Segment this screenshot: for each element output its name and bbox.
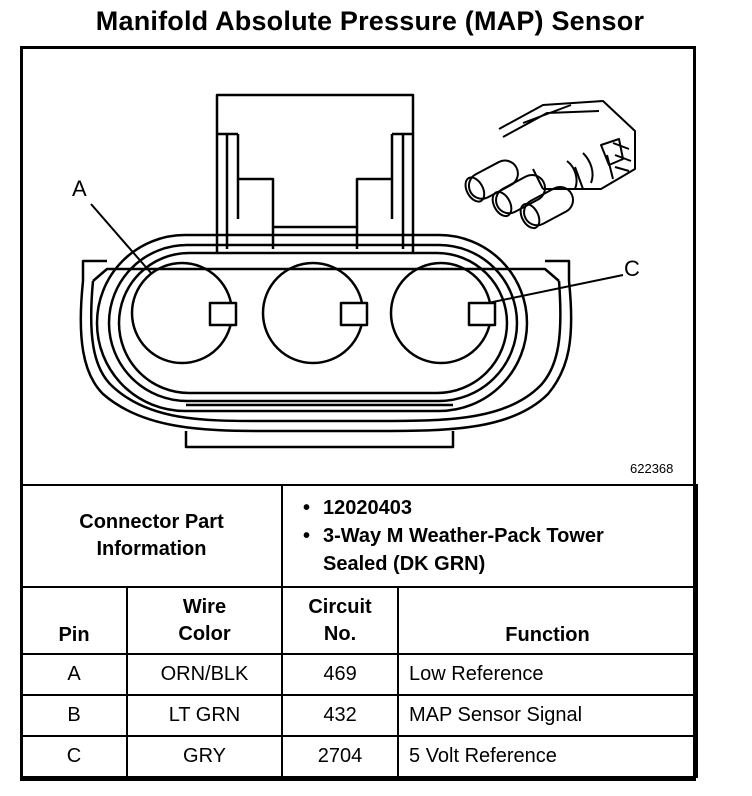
connector-info-values: •12020403 •3-Way M Weather-Pack Tower Se… <box>281 484 699 588</box>
part-number: 12020403 <box>323 497 412 519</box>
connector-latch <box>215 93 415 254</box>
wire-color-cell: ORN/BLK <box>125 653 284 696</box>
callout-label-c: C <box>624 256 640 281</box>
table-row: C GRY 2704 5 Volt Reference <box>20 735 699 778</box>
connector-housing <box>79 233 573 449</box>
connector-info-table: Connector Part Information •12020403 •3-… <box>19 484 699 778</box>
pin-cell: B <box>20 694 128 737</box>
callout-line-c <box>487 274 624 304</box>
pin-cavity-a <box>130 261 238 365</box>
wire-color-cell: LT GRN <box>125 694 284 737</box>
connector-info-row: Connector Part Information •12020403 •3-… <box>19 484 699 588</box>
callout-label-a: A <box>72 176 87 201</box>
pin-cell: A <box>20 653 128 696</box>
header-pin: Pin <box>20 586 128 655</box>
pin-cell: C <box>20 735 128 778</box>
diagram-frame <box>20 46 696 781</box>
pin-cavity-b <box>261 261 369 365</box>
header-wire-color: Wire Color <box>125 586 284 655</box>
pin-table-header-row: Pin Wire Color Circuit No. Function <box>20 586 699 655</box>
connector-illustration <box>464 100 636 230</box>
connector-info-label: Connector Part Information <box>19 484 284 588</box>
circuit-cell: 2704 <box>281 735 400 778</box>
diagram-title: Manifold Absolute Pressure (MAP) Sensor <box>95 6 645 36</box>
pin-cavity-c <box>389 261 497 365</box>
table-row: A ORN/BLK 469 Low Reference <box>20 653 699 696</box>
circuit-cell: 469 <box>281 653 400 696</box>
connector-info-item: •12020403 <box>303 497 412 519</box>
table-row: B LT GRN 432 MAP Sensor Signal <box>20 694 699 737</box>
header-function: Function <box>397 586 699 655</box>
function-cell: MAP Sensor Signal <box>397 694 699 737</box>
circuit-cell: 432 <box>281 694 400 737</box>
function-cell: 5 Volt Reference <box>397 735 699 778</box>
callout-line-a <box>90 203 152 274</box>
wire-color-cell: GRY <box>125 735 284 778</box>
connector-info-item: •3-Way M Weather-Pack Tower Sealed (DK G… <box>303 525 604 575</box>
figure-number: 622368 <box>630 461 674 476</box>
header-circuit-no: Circuit No. <box>281 586 400 655</box>
function-cell: Low Reference <box>397 653 699 696</box>
connector-type: 3-Way M Weather-Pack Tower Sealed (DK GR… <box>323 525 604 575</box>
connector-drawing <box>79 93 636 449</box>
